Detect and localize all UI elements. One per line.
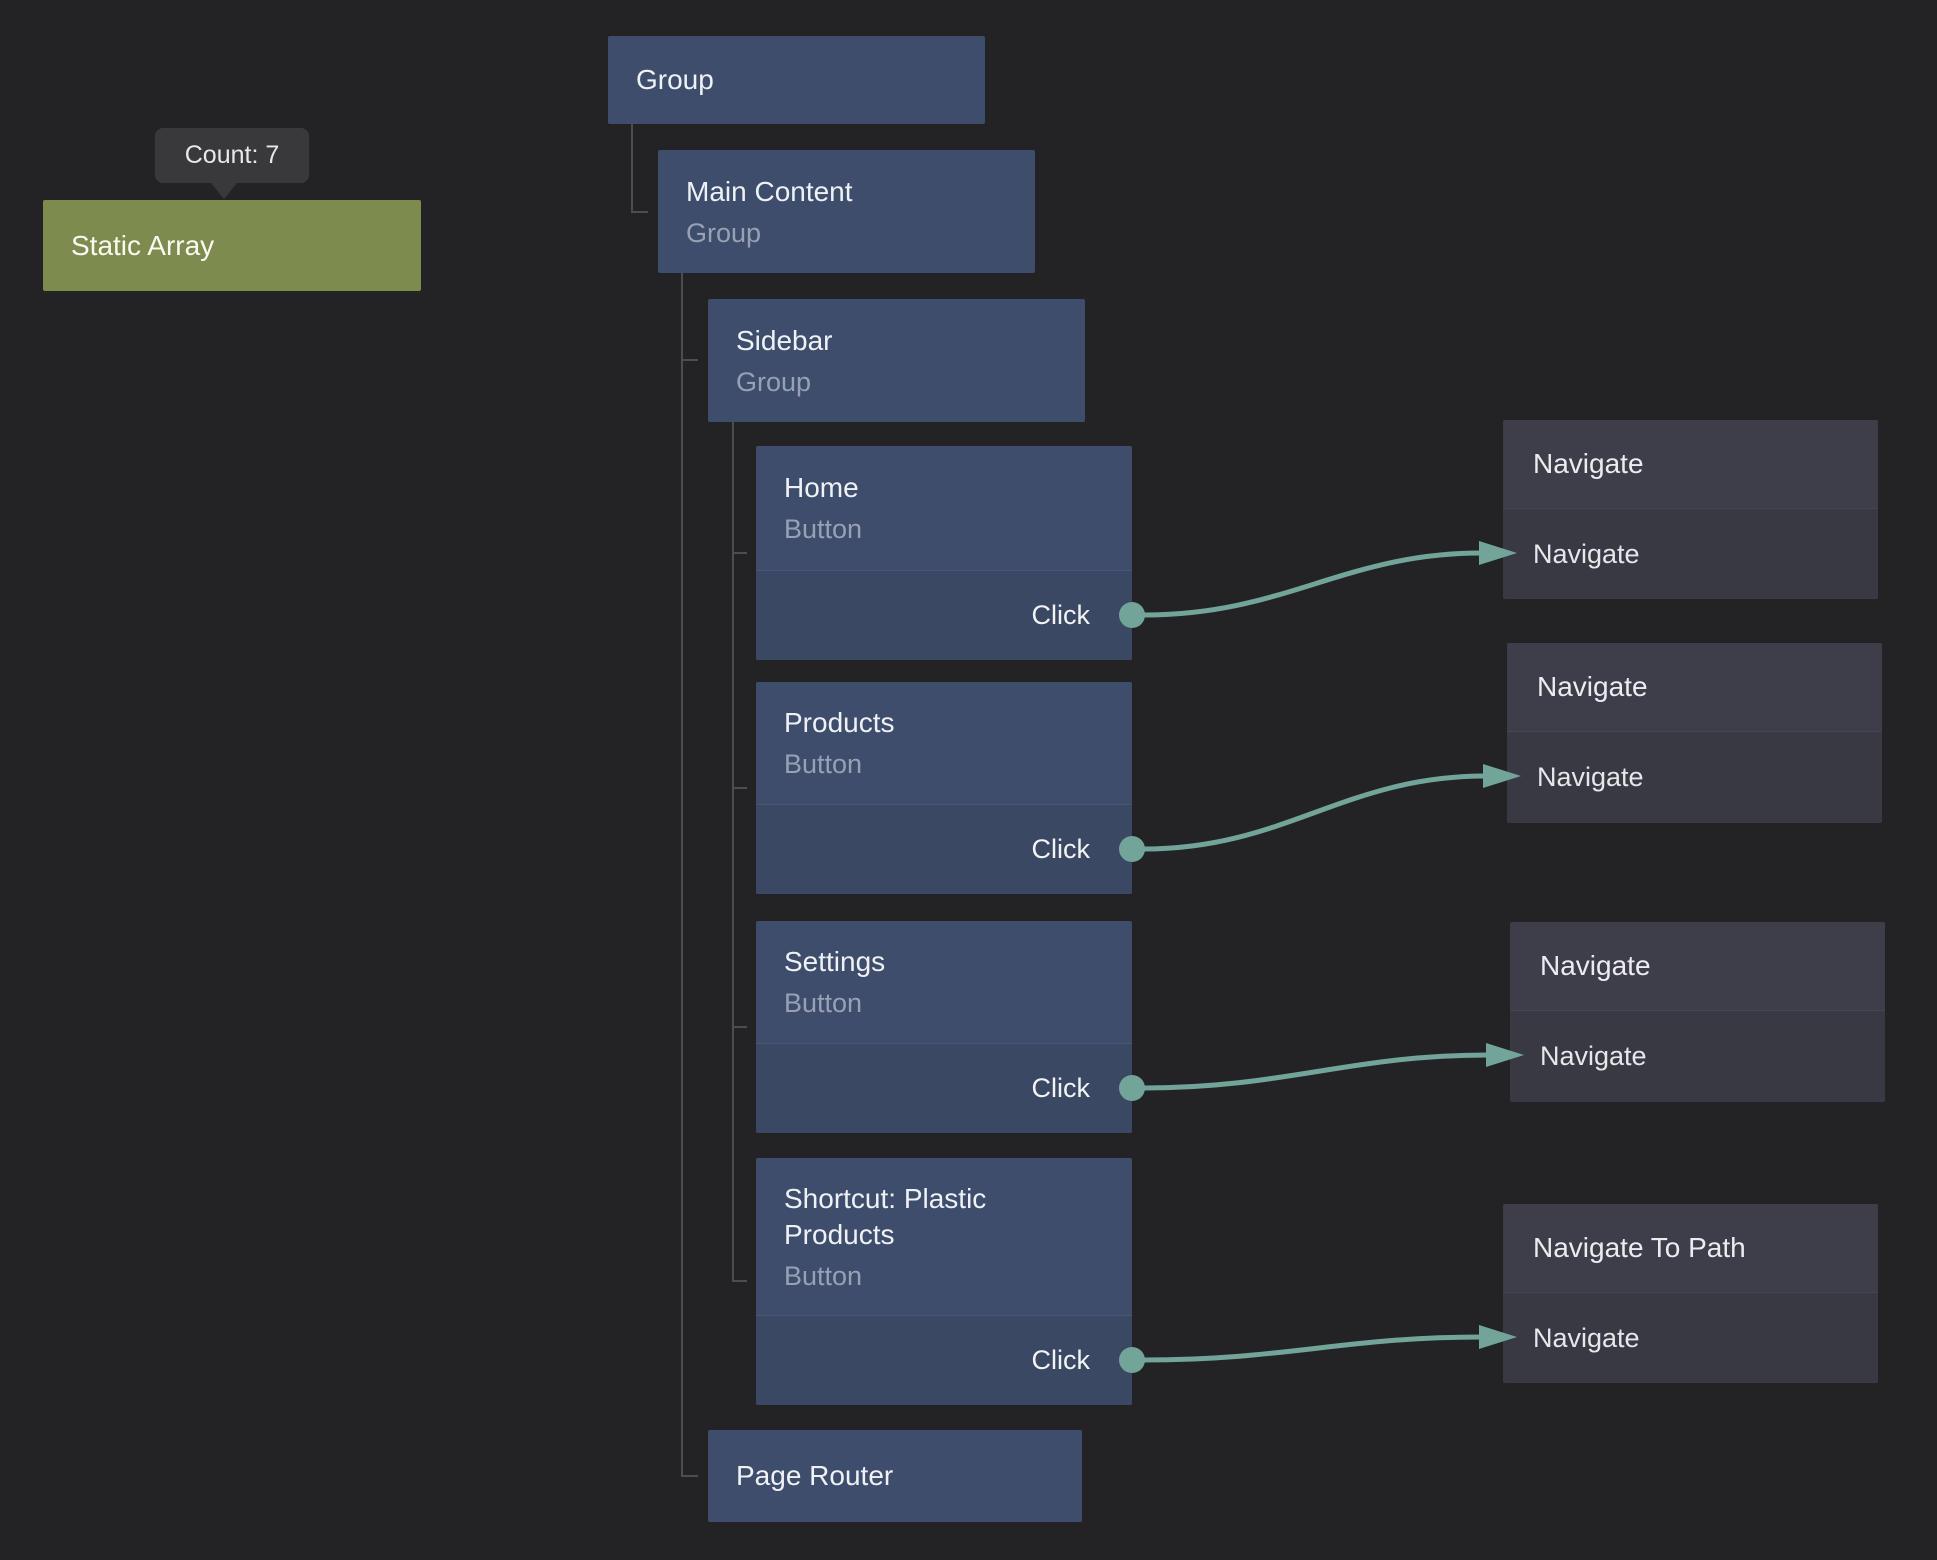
node-settings-title: Settings [784,946,886,978]
tree-line-sidebar-products [732,553,747,789]
node-products-title: Products [784,707,895,739]
node-navigate-1-input-row: Navigate [1503,508,1878,599]
tree-line-sidebar-home [732,422,747,554]
node-static-array-title: Static Array [71,229,215,261]
tooltip-tail [211,183,237,199]
node-shortcut-title: Shortcut: Plastic Products [784,1182,987,1250]
node-main-content-title: Main Content [686,175,853,207]
count-tooltip-text: Count: 7 [184,141,280,169]
node-products-type: Button [784,749,863,780]
node-navigate-3-input-row: Navigate [1510,1010,1885,1102]
node-navigate-3-input-label: Navigate [1540,1041,1647,1071]
node-group[interactable]: Group [608,36,985,124]
node-navigate-to-path-title: Navigate To Path [1503,1204,1878,1292]
wire-products-click-navigate[interactable] [1143,773,1486,852]
node-sidebar[interactable]: Sidebar Group [708,299,1085,422]
node-navigate-2[interactable]: Navigate Navigate [1507,643,1882,823]
node-home-type: Button [784,514,863,545]
node-navigate-1[interactable]: Navigate Navigate [1503,420,1878,599]
node-settings-type: Button [784,988,863,1019]
node-static-array[interactable]: Static Array [43,200,421,291]
tree-line-sidebar-settings [732,788,747,1028]
node-navigate-to-path-input-label: Navigate [1533,1322,1640,1353]
node-navigate-3-title: Navigate [1510,922,1885,1010]
node-main-content-type: Group [686,217,762,248]
wire-shortcut-click-navigatetopath[interactable] [1143,1334,1482,1363]
node-shortcut[interactable]: Shortcut: Plastic Products Button Click [756,1158,1132,1405]
node-home-output-label: Click [1031,600,1091,630]
node-products[interactable]: Products Button Click [756,682,1132,894]
node-navigate-2-input-row: Navigate [1507,731,1882,823]
node-navigate-to-path[interactable]: Navigate To Path Navigate [1503,1204,1878,1383]
node-products-output-label: Click [1031,834,1091,864]
node-home-title: Home [784,472,859,504]
node-page-router-title: Page Router [736,1460,894,1491]
node-shortcut-output-label: Click [1031,1345,1091,1375]
node-sidebar-title: Sidebar [736,324,833,356]
tree-line-maincontent-pagerouter [681,360,698,1477]
node-navigate-2-title: Navigate [1507,643,1882,731]
node-home[interactable]: Home Button Click [756,446,1132,660]
node-group-title: Group [636,64,714,95]
node-navigate-2-input-label: Navigate [1537,762,1644,792]
node-shortcut-output-row: Click [756,1315,1132,1405]
node-sidebar-type: Group [736,366,812,397]
node-navigate-1-input-label: Navigate [1533,538,1640,569]
tree-line-group-maincontent [631,124,648,213]
node-settings-output-label: Click [1031,1073,1091,1103]
tree-line-maincontent-sidebar [681,273,698,361]
node-navigate-to-path-input-row: Navigate [1503,1292,1878,1383]
node-navigate-3[interactable]: Navigate Navigate [1510,922,1885,1102]
count-tooltip: Count: 7 [155,128,309,199]
wire-home-click-navigate[interactable] [1143,550,1482,618]
node-page-router[interactable]: Page Router [708,1430,1082,1522]
node-products-output-row: Click [756,804,1132,894]
wire-settings-click-navigate[interactable] [1143,1052,1489,1091]
node-settings[interactable]: Settings Button Click [756,921,1132,1133]
node-shortcut-type: Button [784,1260,863,1291]
node-main-content[interactable]: Main Content Group [658,150,1035,273]
node-settings-output-row: Click [756,1043,1132,1133]
node-home-output-row: Click [756,570,1132,660]
tree-line-sidebar-shortcut [732,1027,747,1282]
node-navigate-1-title: Navigate [1503,420,1878,508]
